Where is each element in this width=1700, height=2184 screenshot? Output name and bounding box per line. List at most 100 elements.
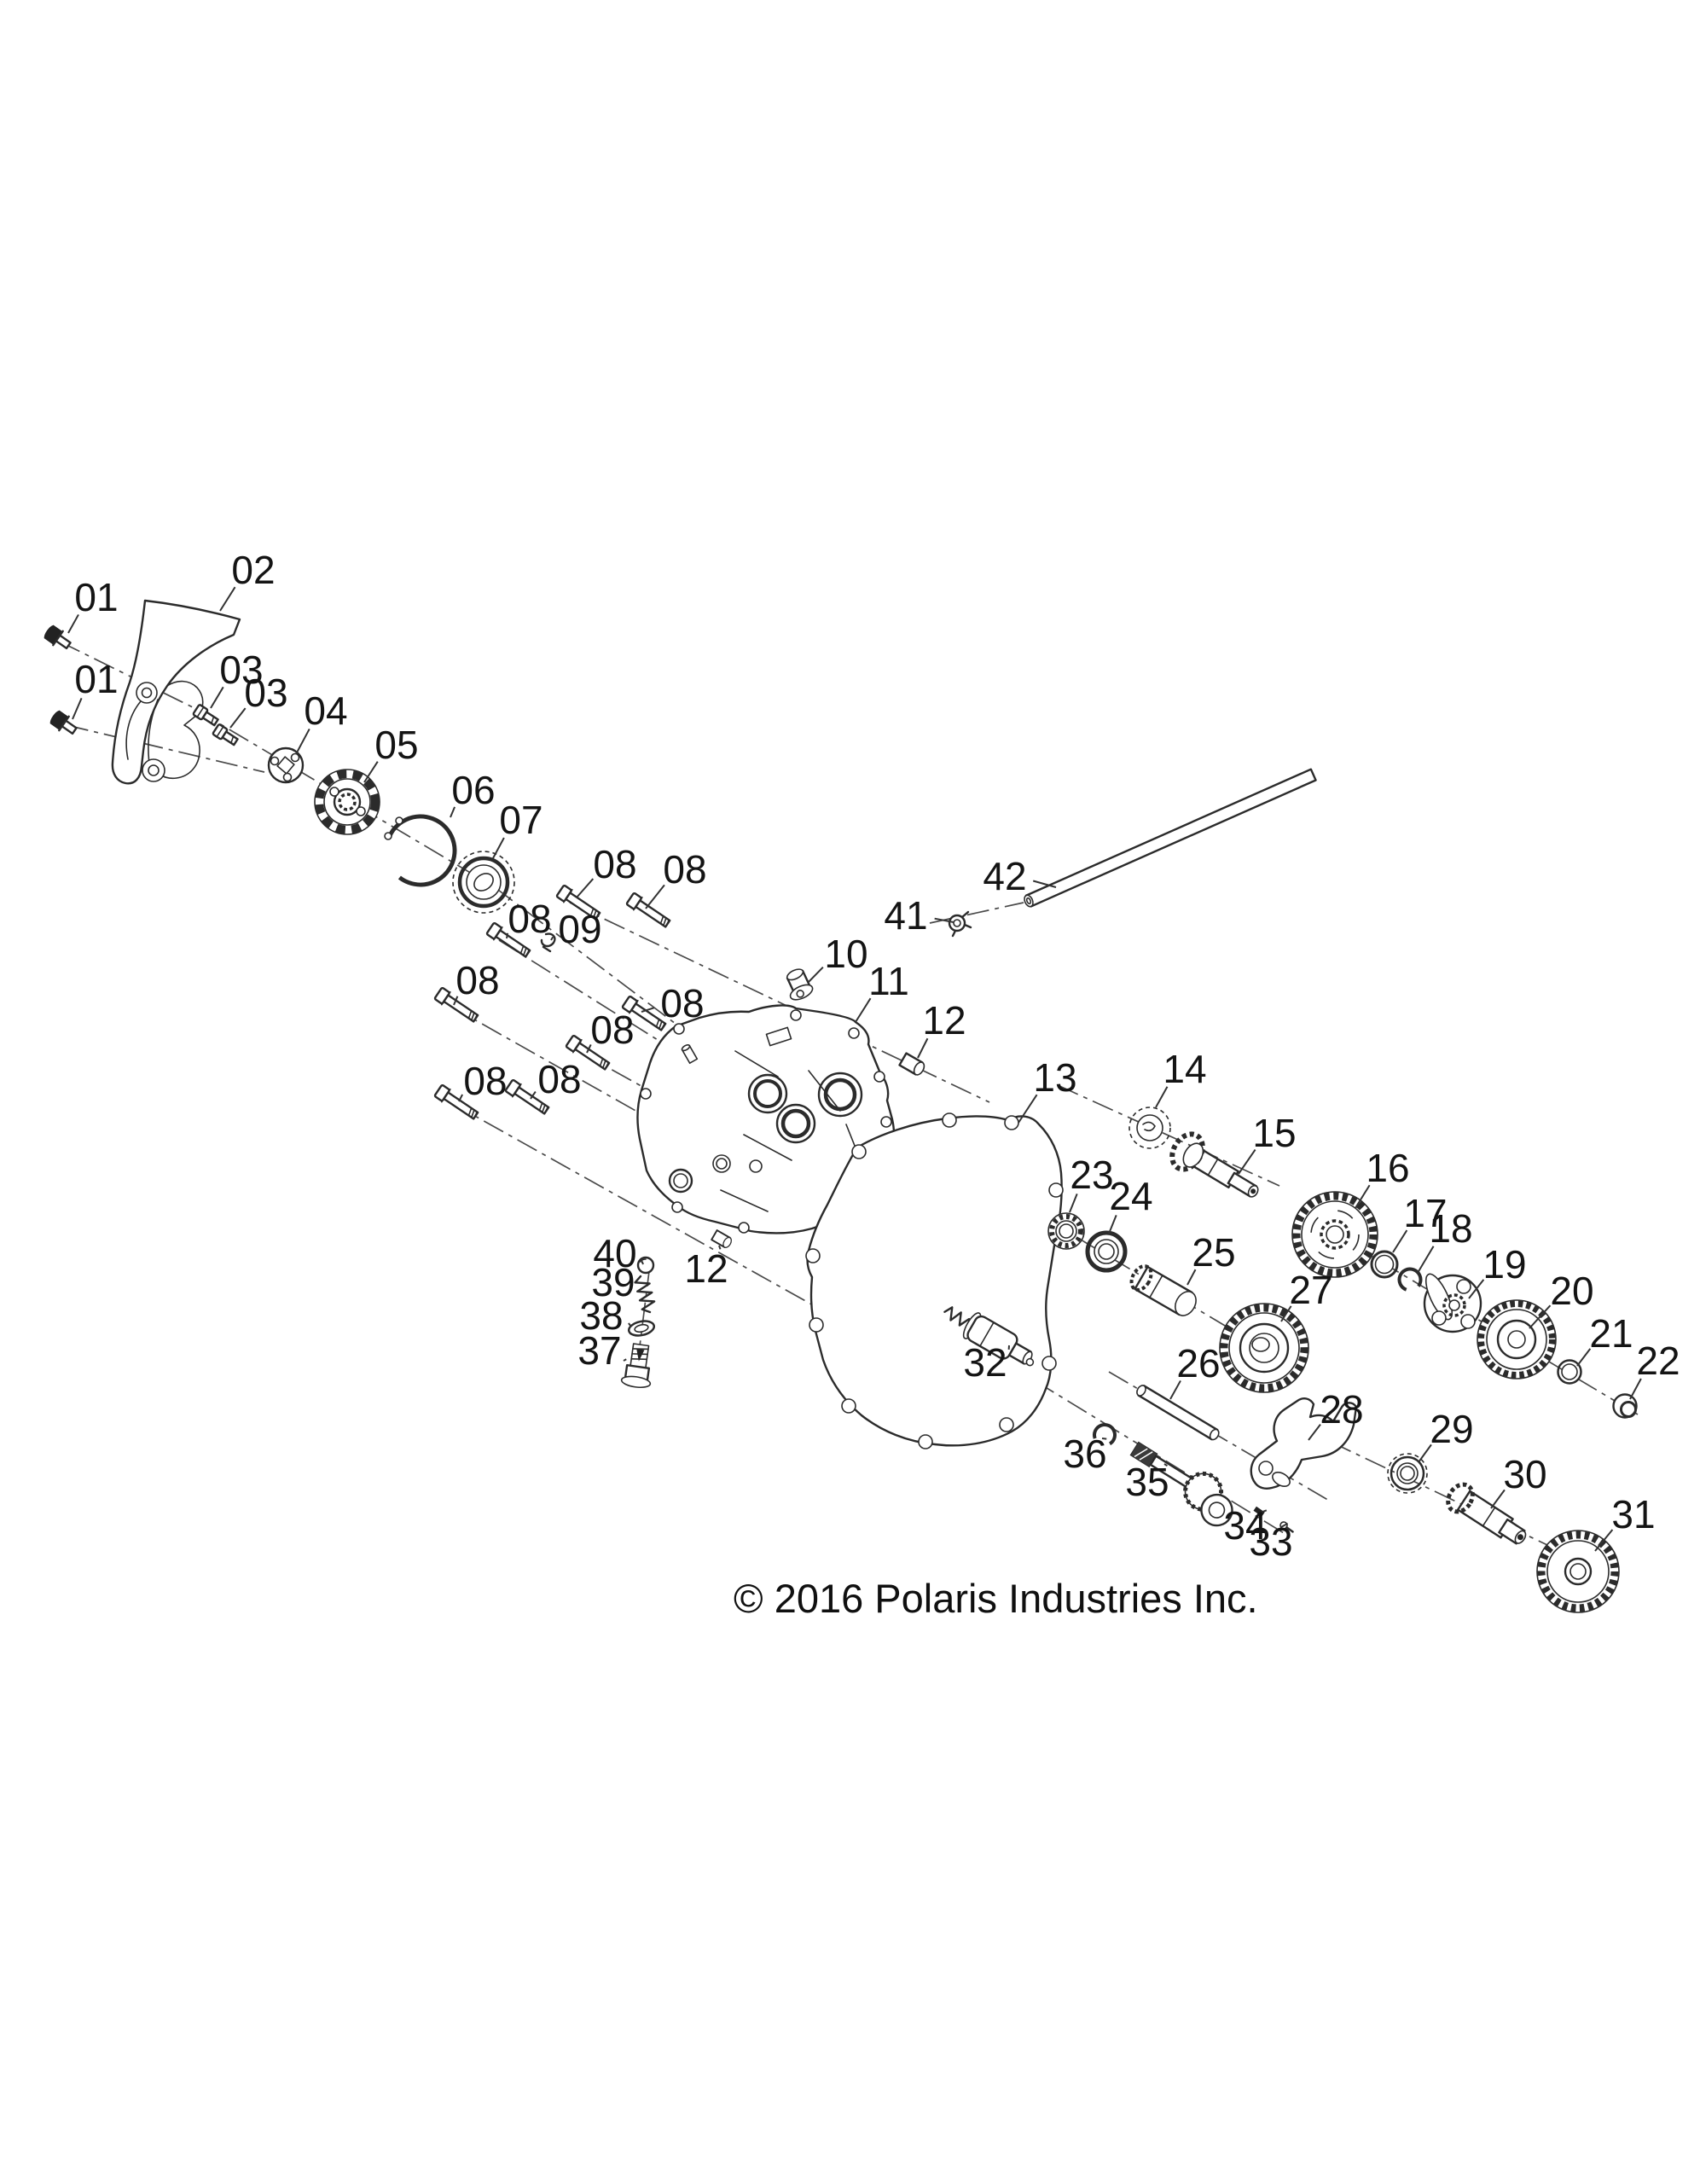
callout-29-bearing: 29 — [1418, 1407, 1474, 1463]
svg-text:17: 17 — [1403, 1191, 1447, 1235]
callout-16-gear: 16 — [1355, 1146, 1410, 1209]
part-12-dowel — [898, 1052, 928, 1078]
svg-text:08: 08 — [660, 981, 704, 1025]
part-03-screw — [191, 703, 221, 729]
part-32-shift-detent — [943, 1306, 1035, 1367]
svg-text:08: 08 — [463, 1059, 507, 1103]
svg-text:07: 07 — [499, 798, 542, 842]
callout-03-screw: 03 — [210, 648, 264, 709]
part-31-gear — [1536, 1530, 1620, 1613]
callout-11-gearcase-cover: 11 — [855, 959, 909, 1023]
svg-text:15: 15 — [1252, 1111, 1296, 1155]
svg-text:08: 08 — [663, 847, 706, 892]
part-25-shaft — [1129, 1264, 1197, 1316]
part-02-chain-guard — [111, 599, 241, 785]
svg-text:18: 18 — [1429, 1206, 1472, 1251]
svg-text:25: 25 — [1192, 1230, 1235, 1275]
part-17-washer — [1370, 1250, 1399, 1279]
callout-34-pin: 34 — [1223, 1503, 1267, 1548]
svg-text:08: 08 — [590, 1008, 634, 1052]
callout-08-bolt: 08 — [530, 1057, 582, 1101]
callout-08-bolt: 08 — [506, 897, 552, 941]
callout-07-oil-seal: 07 — [492, 798, 543, 859]
svg-text:10: 10 — [824, 932, 867, 976]
part-22-bushing — [1612, 1393, 1638, 1419]
callout-02-chain-guard: 02 — [219, 548, 276, 612]
part-36-e-clip — [1093, 1423, 1117, 1447]
part-39-spring — [634, 1275, 656, 1314]
callout-12-dowel-pin: 12 — [917, 998, 966, 1059]
svg-text:33: 33 — [1249, 1519, 1292, 1564]
callout-36-e-clip: 36 — [1063, 1432, 1106, 1476]
callout-19-clutch-hub: 19 — [1468, 1242, 1527, 1299]
svg-text:36: 36 — [1063, 1432, 1106, 1476]
svg-text:12: 12 — [684, 1246, 728, 1291]
svg-text:13: 13 — [1033, 1055, 1076, 1100]
callout-24-seal: 24 — [1108, 1174, 1153, 1234]
svg-text:14: 14 — [1163, 1047, 1206, 1091]
callout-31-gear: 31 — [1594, 1492, 1656, 1552]
part-30-output-shaft — [1446, 1482, 1527, 1545]
part-09-clip — [540, 932, 556, 953]
svg-text:19: 19 — [1482, 1242, 1526, 1287]
svg-text:32: 32 — [963, 1340, 1007, 1385]
svg-text:40: 40 — [593, 1231, 636, 1275]
part-06-snap-ring — [384, 814, 457, 887]
svg-text:01: 01 — [74, 575, 118, 619]
svg-text:26: 26 — [1176, 1341, 1220, 1385]
part-15-pinion-shaft — [1169, 1131, 1259, 1198]
callout-32-shift-detent: 32 — [963, 1340, 1010, 1385]
svg-text:39: 39 — [591, 1260, 635, 1304]
callout-38-washer: 38 — [579, 1293, 632, 1338]
callout-09-clip: 09 — [550, 907, 602, 951]
svg-text:38: 38 — [579, 1293, 623, 1338]
svg-text:42: 42 — [983, 854, 1026, 898]
part-19-clutch-hub — [1423, 1273, 1482, 1333]
part-27-gear — [1219, 1303, 1309, 1393]
svg-text:12: 12 — [922, 998, 966, 1043]
svg-text:28: 28 — [1320, 1387, 1363, 1432]
callout-23-bearing: 23 — [1069, 1153, 1114, 1213]
svg-text:20: 20 — [1550, 1269, 1593, 1313]
copyright-text: © 2016 Polaris Industries Inc. — [734, 1576, 1258, 1621]
part-20-gear — [1477, 1299, 1557, 1380]
svg-text:02: 02 — [231, 548, 275, 592]
part-13-gasket — [805, 1112, 1064, 1449]
callout-06-snap-ring: 06 — [450, 768, 496, 818]
part-38-washer — [627, 1320, 656, 1337]
part-03-screw — [211, 723, 241, 748]
callout-35-shift-shaft: 35 — [1125, 1460, 1169, 1504]
callout-33-screw: 33 — [1249, 1519, 1292, 1564]
callout-42-vent-tube: 42 — [983, 854, 1057, 898]
part-21-washer — [1557, 1359, 1582, 1385]
part-11-gearcase-cover — [636, 1004, 896, 1234]
svg-text:41: 41 — [884, 893, 927, 938]
svg-text:29: 29 — [1430, 1407, 1473, 1451]
part-16-gear — [1291, 1191, 1378, 1278]
callout-08-bolt: 08 — [453, 958, 500, 1006]
part-10-breather-fitting — [786, 968, 814, 1001]
callout-27-gear: 27 — [1280, 1268, 1333, 1322]
part-35-shift-shaft — [1129, 1441, 1233, 1527]
part-28-shift-fork — [1250, 1397, 1358, 1490]
svg-text:09: 09 — [558, 907, 601, 951]
svg-text:11: 11 — [868, 959, 909, 1003]
svg-text:34: 34 — [1223, 1503, 1267, 1548]
svg-text:22: 22 — [1636, 1339, 1680, 1383]
svg-text:04: 04 — [304, 688, 347, 733]
svg-text:30: 30 — [1503, 1452, 1546, 1496]
svg-text:01: 01 — [74, 657, 118, 701]
part-07-oil-seal — [452, 851, 515, 914]
part-23-bearing — [1047, 1212, 1085, 1250]
part-34-pin — [1253, 1506, 1265, 1517]
callout-39-spring: 39 — [591, 1260, 641, 1304]
svg-text:27: 27 — [1289, 1268, 1332, 1312]
callout-26-shift-rail: 26 — [1169, 1341, 1221, 1400]
callout-17-washer: 17 — [1392, 1191, 1448, 1253]
svg-text:03: 03 — [244, 671, 287, 715]
callout-04-retainer-plate: 04 — [295, 688, 348, 755]
part-37-drain-plug — [620, 1343, 652, 1389]
